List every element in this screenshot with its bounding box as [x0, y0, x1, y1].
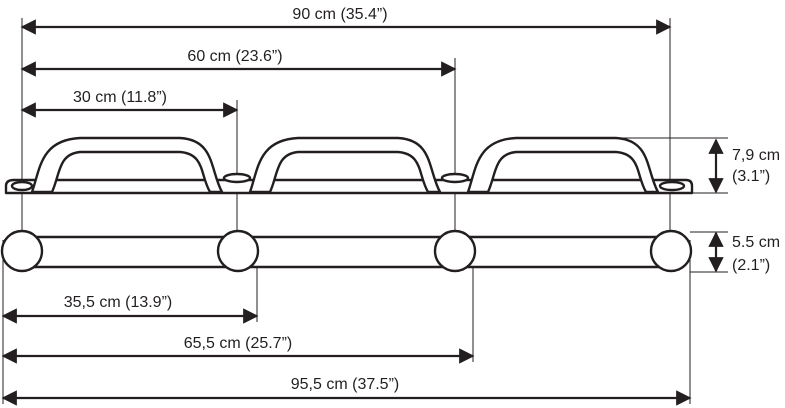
hook-1 — [30, 136, 224, 194]
extension-lines — [2, 18, 728, 404]
hook-3 — [466, 136, 660, 194]
dim-label-hooks-cm: 7,9 cm — [732, 147, 780, 164]
mount-hole-1 — [10, 180, 34, 192]
dim-label-rail-in: (2.1”) — [732, 257, 770, 274]
mount-hole-3 — [440, 172, 470, 184]
hook-2 — [248, 136, 442, 194]
dim-label-90: 90 cm (35.4”) — [292, 6, 387, 23]
hook-bar-base — [4, 178, 694, 195]
dim-label-hooks-in: (3.1”) — [732, 168, 770, 185]
bottom-dimensions: 35,5 cm (13.9”) 65,5 cm (25.7”) 95,5 cm … — [1, 294, 692, 406]
rail-knob-1 — [0, 229, 44, 273]
dim-label-rail-cm: 5.5 cm — [732, 234, 780, 251]
dim-label-95: 95,5 cm (37.5”) — [291, 376, 399, 393]
top-dimensions: 90 cm (35.4”) 60 cm (23.6”) 30 cm (11.8”… — [20, 6, 672, 118]
rail-knob-4 — [649, 229, 693, 273]
dim-label-35: 35,5 cm (13.9”) — [64, 294, 172, 311]
rail — [0, 229, 693, 273]
mount-hole-2 — [222, 172, 252, 184]
height-dimensions: 7,9 cm (3.1”) 5.5 cm (2.1”) — [708, 138, 780, 274]
mount-hole-4 — [658, 180, 686, 192]
dim-label-60: 60 cm (23.6”) — [187, 48, 282, 65]
dim-label-30: 30 cm (11.8”) — [73, 89, 167, 106]
rail-bar — [20, 235, 674, 269]
rail-knob-2 — [216, 229, 260, 273]
hook-bar — [4, 136, 694, 195]
rail-knob-3 — [433, 229, 477, 273]
dim-label-65: 65,5 cm (25.7”) — [184, 335, 292, 352]
